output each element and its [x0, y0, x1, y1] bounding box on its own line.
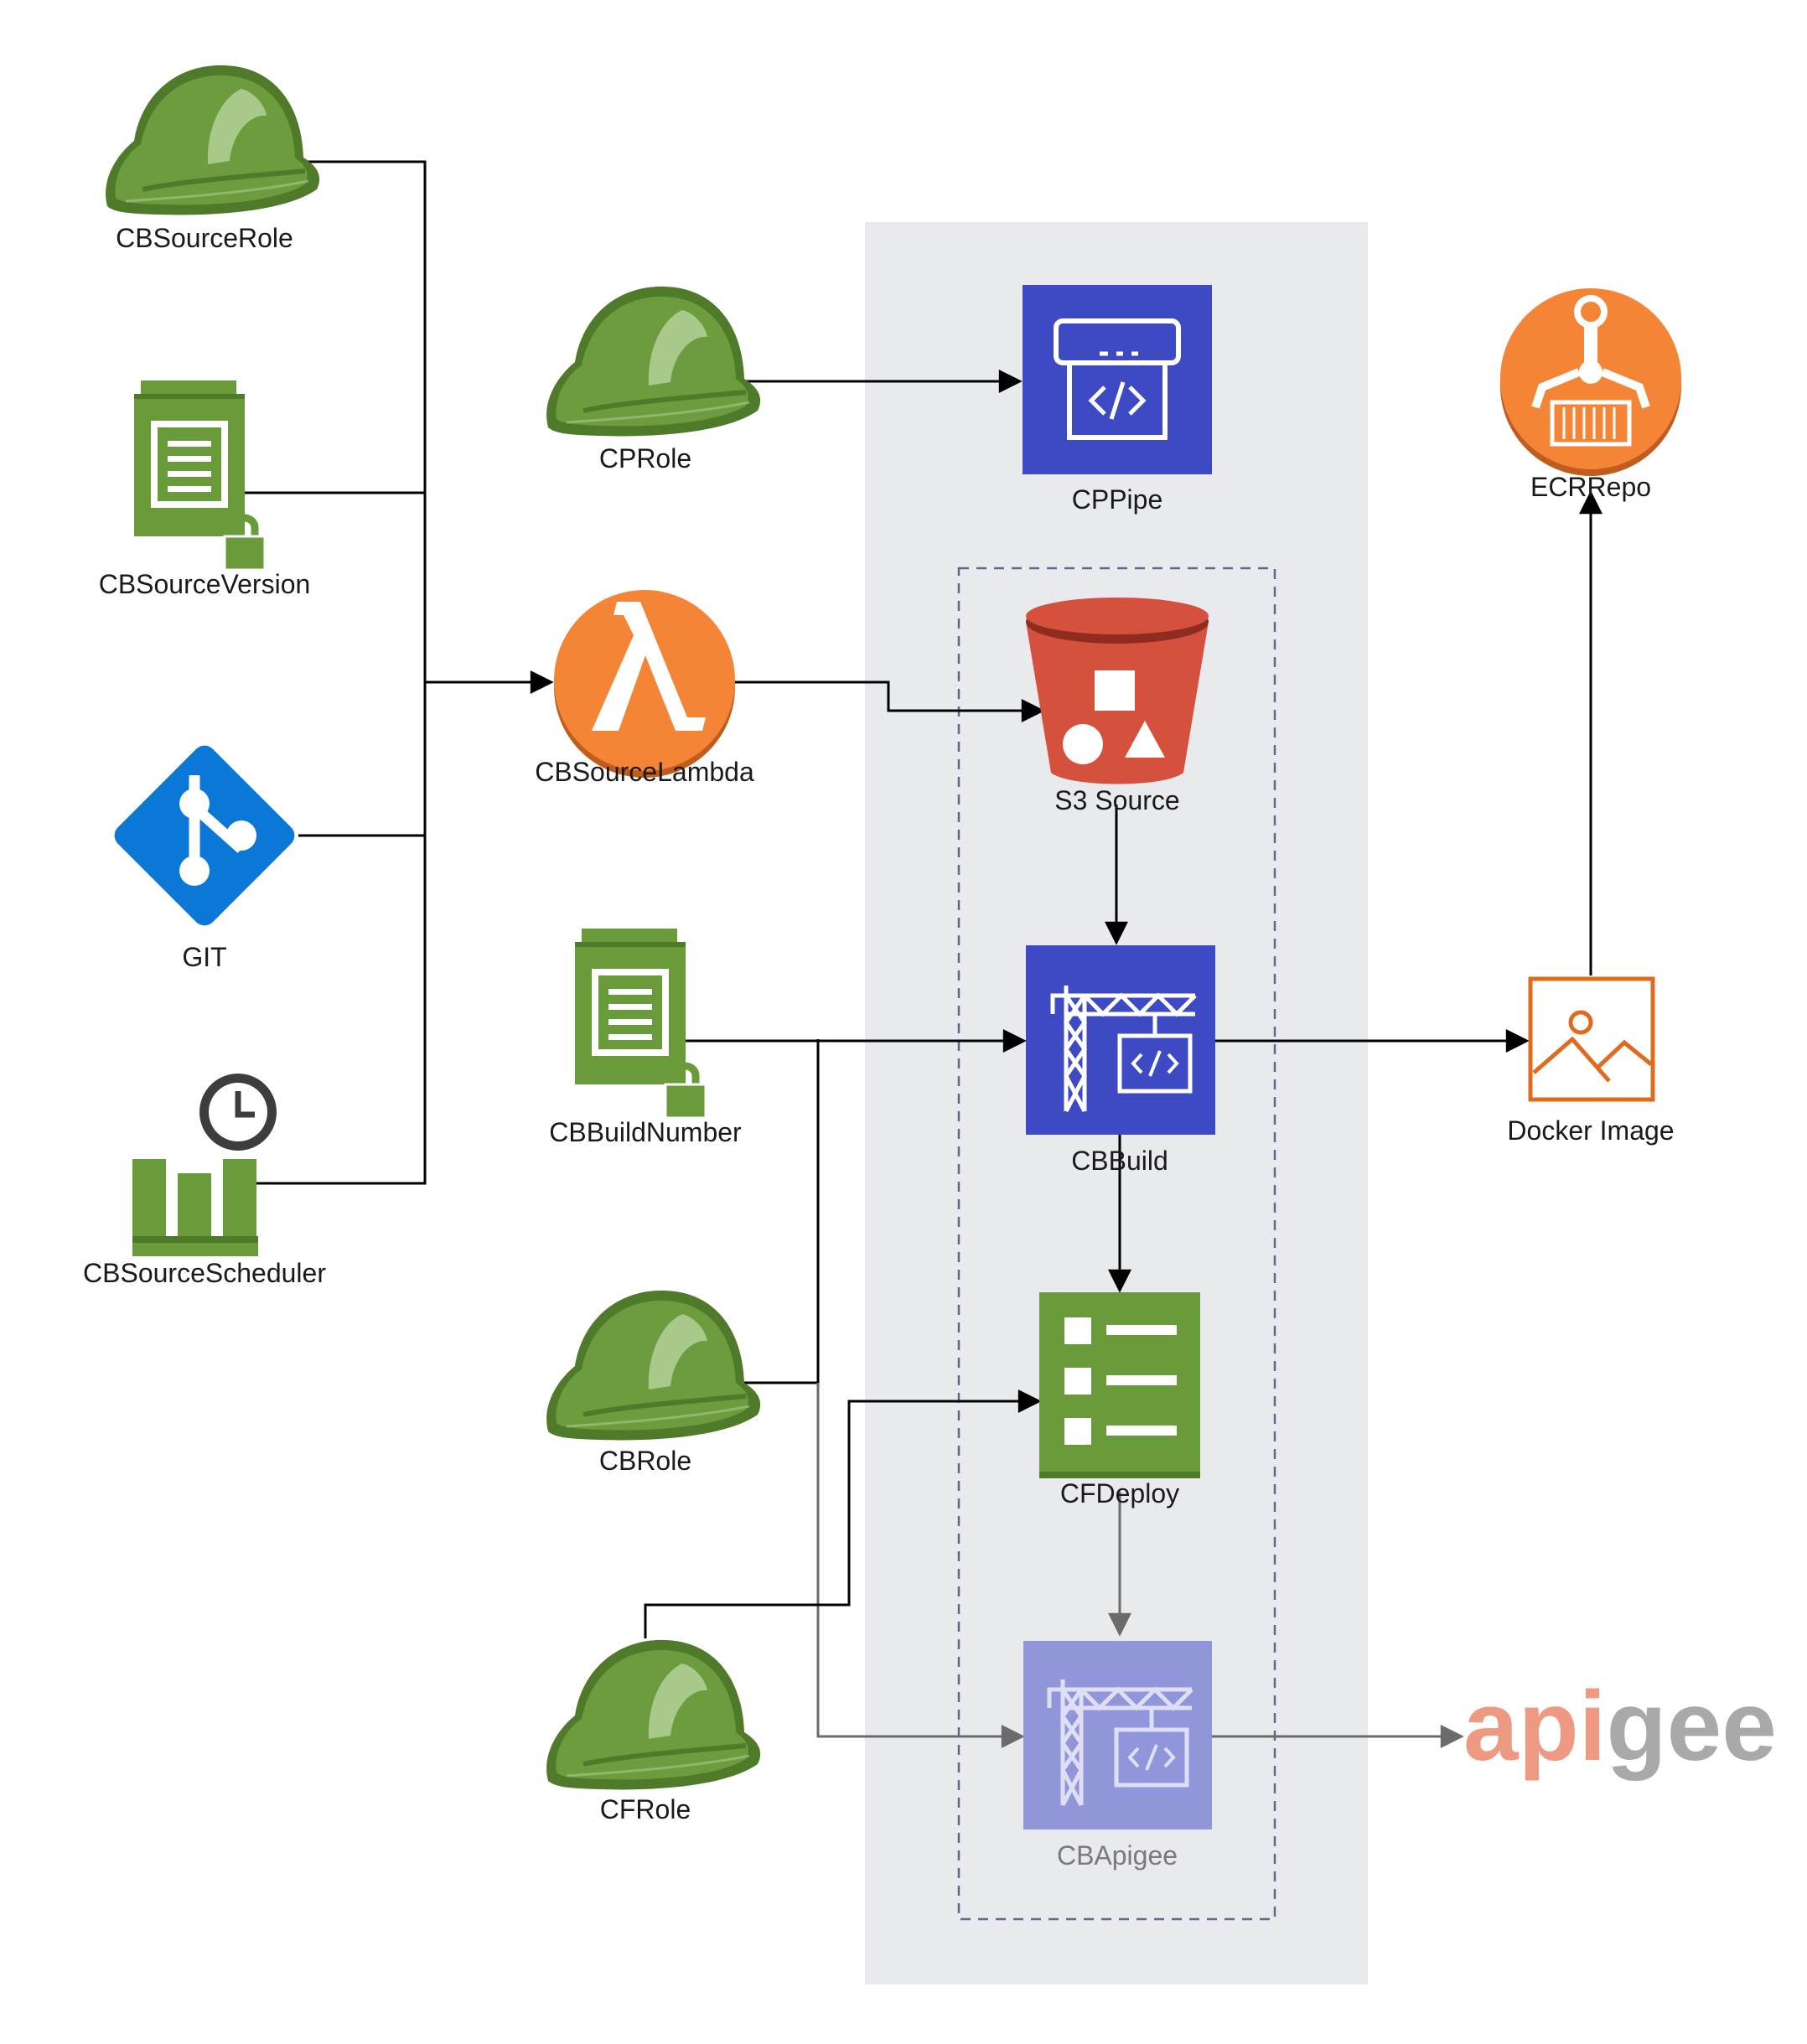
node-label: GIT	[182, 942, 226, 972]
node-label: ECRRepo	[1530, 472, 1651, 502]
node-label: CBBuild	[1071, 1146, 1168, 1176]
node-label: S3 Source	[1054, 785, 1179, 815]
node-ecr-repo[interactable]: ECRRepo	[1500, 288, 1681, 502]
node-cf-role[interactable]: CFRole	[546, 1640, 760, 1824]
node-docker-image[interactable]: Docker Image	[1507, 976, 1675, 1146]
hardhat-icon	[546, 1291, 760, 1441]
node-cb-source-version[interactable]: CBSourceVersion	[99, 380, 311, 599]
node-git[interactable]: GIT	[110, 741, 299, 972]
node-label: CBSourceVersion	[99, 569, 311, 599]
node-cb-source-scheduler[interactable]: CBSourceScheduler	[83, 1074, 326, 1288]
node-label: Docker Image	[1507, 1115, 1674, 1146]
node-s3-source[interactable]: S3 Source	[1026, 598, 1209, 815]
ecr-icon	[1500, 288, 1681, 476]
connectors	[243, 160, 1602, 1748]
node-label: CPPipe	[1072, 484, 1163, 515]
lambda-icon	[554, 590, 735, 778]
locked-parameter-icon	[575, 929, 706, 1118]
locked-parameter-icon	[134, 380, 265, 570]
node-apigee[interactable]: apigee apigee	[0, 0, 1777, 1782]
node-label: CBBuildNumber	[549, 1117, 742, 1147]
cloudformation-icon	[1039, 1292, 1200, 1478]
hardhat-icon	[106, 65, 319, 215]
node-label: CBApigee	[1057, 1840, 1178, 1871]
node-cf-deploy[interactable]: CFDeploy	[1039, 1292, 1200, 1508]
git-icon	[114, 745, 295, 926]
apigee-logo-text: apigee	[0, 0, 3, 1]
node-label: CBSourceRole	[116, 223, 293, 253]
node-cp-pipe[interactable]: CPPipe	[1023, 285, 1212, 515]
node-label: CBSourceScheduler	[83, 1258, 326, 1288]
node-cb-role[interactable]: CBRole	[546, 1291, 760, 1476]
s3-bucket-icon	[1026, 598, 1209, 784]
node-label: CPRole	[599, 443, 691, 473]
node-cb-apigee[interactable]: CBApigee	[1023, 1641, 1212, 1871]
node-cb-build-number[interactable]: CBBuildNumber	[549, 929, 742, 1147]
node-label: CBRole	[599, 1446, 691, 1476]
hardhat-icon	[546, 287, 760, 437]
node-cb-source-role[interactable]: CBSourceRole	[106, 65, 319, 253]
node-cb-source-lambda[interactable]: CBSourceLambda	[535, 590, 754, 787]
hardhat-icon	[546, 1640, 760, 1790]
node-label: CFDeploy	[1060, 1478, 1179, 1508]
node-label: CFRole	[600, 1794, 691, 1824]
codepipeline-icon	[1023, 285, 1212, 474]
apigee-logo: apigee	[1463, 1671, 1777, 1782]
scheduled-metrics-icon	[132, 1074, 277, 1256]
image-icon	[1528, 976, 1655, 1102]
node-label: CBSourceLambda	[535, 757, 754, 787]
node-cp-role[interactable]: CPRole	[546, 287, 760, 473]
node-cb-build[interactable]: CBBuild	[1026, 945, 1215, 1176]
